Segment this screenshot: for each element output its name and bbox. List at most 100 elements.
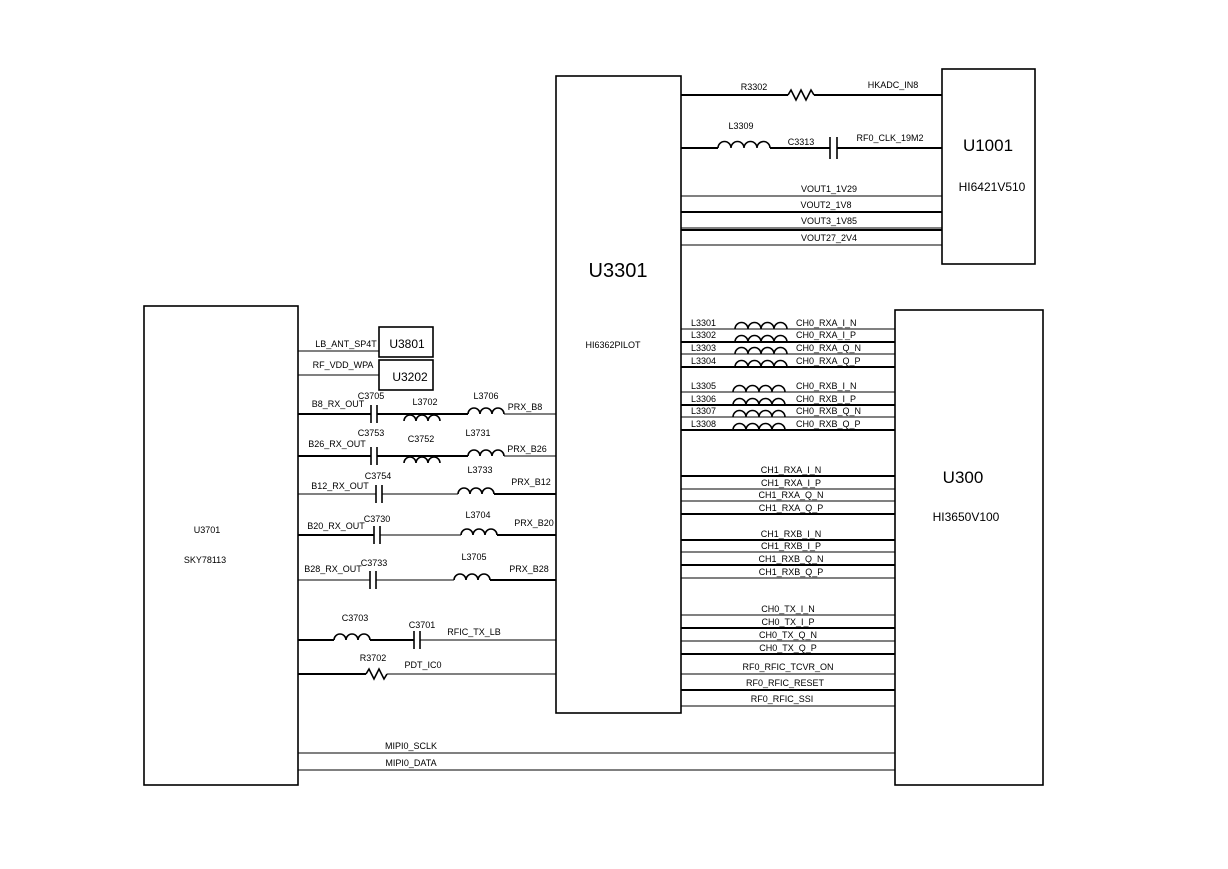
l3306-label: L3306 — [691, 394, 716, 404]
r3302-label: R3302 — [741, 82, 768, 92]
u3801-name: U3801 — [389, 337, 425, 351]
ch0-rxa-i-n-label: CH0_RXA_I_N — [796, 318, 857, 328]
u1001-name: U1001 — [963, 136, 1013, 155]
net-rf0-control: RF0_RFIC_TCVR_ON RF0_RFIC_RESET RF0_RFIC… — [681, 662, 895, 707]
chip-u3301 — [555, 75, 682, 714]
l3301-label: L3301 — [691, 318, 716, 328]
l3706-label: L3706 — [473, 391, 498, 401]
b28-label: B28_RX_OUT — [304, 564, 362, 574]
b12-label: B12_RX_OUT — [311, 481, 369, 491]
ch0-rxb-q-n-label: CH0_RXB_Q_N — [796, 406, 861, 416]
ch0-rxb-q-p-label: CH0_RXB_Q_P — [796, 419, 861, 429]
b20-label: B20_RX_OUT — [307, 521, 365, 531]
c3754-label: C3754 — [365, 471, 392, 481]
net-rfic-tx-lb: C3703 C3701 RFIC_TX_LB — [298, 613, 556, 649]
net-prx-b26: B26_RX_OUT C3753 C3752 L3731 PRX_B26 — [298, 428, 556, 465]
ch1-rxa-i-p-label: CH1_RXA_I_P — [761, 478, 821, 488]
l3731-label: L3731 — [465, 428, 490, 438]
l3304-label: L3304 — [691, 356, 716, 366]
rfic-tx-lb-label: RFIC_TX_LB — [447, 627, 501, 637]
vout2-label: VOUT2_1V8 — [800, 200, 851, 210]
ch1-rxa-q-p-label: CH1_RXA_Q_P — [759, 503, 824, 513]
ch0-tx-i-p-label: CH0_TX_I_P — [761, 617, 814, 627]
c3752-label: C3752 — [408, 434, 435, 444]
ch1-rxb-q-p-label: CH1_RXB_Q_P — [759, 567, 824, 577]
ch1-rxb-i-p-label: CH1_RXB_I_P — [761, 541, 821, 551]
u300-part: HI3650V100 — [933, 510, 1000, 524]
vout3-label: VOUT3_1V85 — [801, 216, 857, 226]
mipi-sclk-label: MIPI0_SCLK — [385, 741, 437, 751]
hkadc-label: HKADC_IN8 — [868, 80, 919, 90]
u3301-part: HI6362PILOT — [585, 340, 641, 350]
u300-name: U300 — [943, 468, 984, 487]
l3702-label: L3702 — [412, 397, 437, 407]
rf-vdd-label: RF_VDD_WPA — [313, 360, 374, 370]
prx-b28-label: PRX_B28 — [509, 564, 549, 574]
ch0-rxa-q-p-label: CH0_RXA_Q_P — [796, 356, 861, 366]
b8-label: B8_RX_OUT — [312, 399, 365, 409]
ch0-rxa-i-p-label: CH0_RXA_I_P — [796, 330, 856, 340]
l3705-label: L3705 — [461, 552, 486, 562]
l3704-label: L3704 — [465, 510, 490, 520]
lb-ant-label: LB_ANT_SP4T — [315, 339, 377, 349]
ch1-rxb-q-n-label: CH1_RXB_Q_N — [758, 554, 823, 564]
u3202-name: U3202 — [392, 370, 428, 384]
ch0-tx-i-n-label: CH0_TX_I_N — [761, 604, 815, 614]
net-ch0-tx: CH0_TX_I_N CH0_TX_I_P CH0_TX_Q_N CH0_TX_… — [681, 604, 895, 655]
vout27-label: VOUT27_2V4 — [801, 233, 857, 243]
l3308-label: L3308 — [691, 419, 716, 429]
l3303-label: L3303 — [691, 343, 716, 353]
l3309-label: L3309 — [728, 121, 753, 131]
ch0-rxb-i-n-label: CH0_RXB_I_N — [796, 381, 857, 391]
ch0-rxa-q-n-label: CH0_RXA_Q_N — [796, 343, 861, 353]
c3313-label: C3313 — [788, 137, 815, 147]
pdt-ic0-label: PDT_IC0 — [404, 660, 441, 670]
c3705-label: C3705 — [358, 391, 385, 401]
net-rf0clk: L3309 C3313 RF0_CLK_19M2 — [681, 121, 942, 159]
ch0-tx-q-p-label: CH0_TX_Q_P — [759, 643, 817, 653]
net-ch1-rxa: CH1_RXA_I_N CH1_RXA_I_P CH1_RXA_Q_N CH1_… — [681, 465, 895, 515]
c3733-label: C3733 — [361, 558, 388, 568]
net-pdt-ic0: R3702 PDT_IC0 — [298, 653, 556, 681]
net-ch1-rxb: CH1_RXB_I_N CH1_RXB_I_P CH1_RXB_Q_N CH1_… — [681, 529, 895, 579]
chip-u300 — [894, 309, 1044, 786]
ch1-rxb-i-n-label: CH1_RXB_I_N — [761, 529, 822, 539]
chip-u3701 — [143, 305, 299, 786]
l3305-label: L3305 — [691, 381, 716, 391]
ch1-rxa-q-n-label: CH1_RXA_Q_N — [758, 490, 823, 500]
chip-u1001 — [941, 68, 1036, 265]
net-lb-ant: LB_ANT_SP4T — [298, 339, 379, 352]
net-prx-b12: B12_RX_OUT C3754 L3733 PRX_B12 — [298, 465, 556, 503]
net-ch0-rxa: L3301 L3302 L3303 L3304 CH0_RXA_I_N CH0_… — [681, 318, 895, 368]
prx-b20-label: PRX_B20 — [514, 518, 554, 528]
u3701-part: SKY78113 — [184, 555, 226, 565]
u1001-part: HI6421V510 — [959, 180, 1026, 194]
ssi-label: RF0_RFIC_SSI — [751, 694, 814, 704]
l3302-label: L3302 — [691, 330, 716, 340]
reset-label: RF0_RFIC_RESET — [746, 678, 825, 688]
prx-b8-label: PRX_B8 — [508, 402, 543, 412]
net-rf-vdd: RF_VDD_WPA — [298, 360, 379, 376]
c3701-label: C3701 — [409, 620, 436, 630]
l3307-label: L3307 — [691, 406, 716, 416]
rf0clk-label: RF0_CLK_19M2 — [856, 133, 923, 143]
mipi-data-label: MIPI0_DATA — [385, 758, 436, 768]
net-hkadc: R3302 HKADC_IN8 — [681, 80, 942, 102]
u3301-name: U3301 — [589, 260, 648, 282]
net-vout-group: VOUT1_1V29 VOUT2_1V8 VOUT3_1V85 VOUT27_2… — [681, 184, 942, 246]
b26-label: B26_RX_OUT — [308, 439, 366, 449]
c3730-label: C3730 — [364, 514, 391, 524]
c3753-label: C3753 — [358, 428, 385, 438]
chip-u3801 — [378, 326, 434, 358]
ch0-rxb-i-p-label: CH0_RXB_I_P — [796, 394, 856, 404]
net-mipi: MIPI0_SCLK MIPI0_DATA — [298, 741, 895, 771]
l3733-label: L3733 — [467, 465, 492, 475]
net-ch0-rxb: L3305 L3306 L3307 L3308 CH0_RXB_I_N CH0_… — [681, 381, 895, 431]
net-prx-b8: B8_RX_OUT C3705 L3702 L3706 PRX_B8 — [298, 391, 556, 423]
prx-b12-label: PRX_B12 — [511, 477, 551, 487]
prx-b26-label: PRX_B26 — [507, 444, 547, 454]
vout1-label: VOUT1_1V29 — [801, 184, 857, 194]
net-prx-b20: B20_RX_OUT C3730 L3704 PRX_B20 — [298, 510, 556, 544]
u3701-name: U3701 — [194, 525, 221, 535]
ch0-tx-q-n-label: CH0_TX_Q_N — [759, 630, 817, 640]
